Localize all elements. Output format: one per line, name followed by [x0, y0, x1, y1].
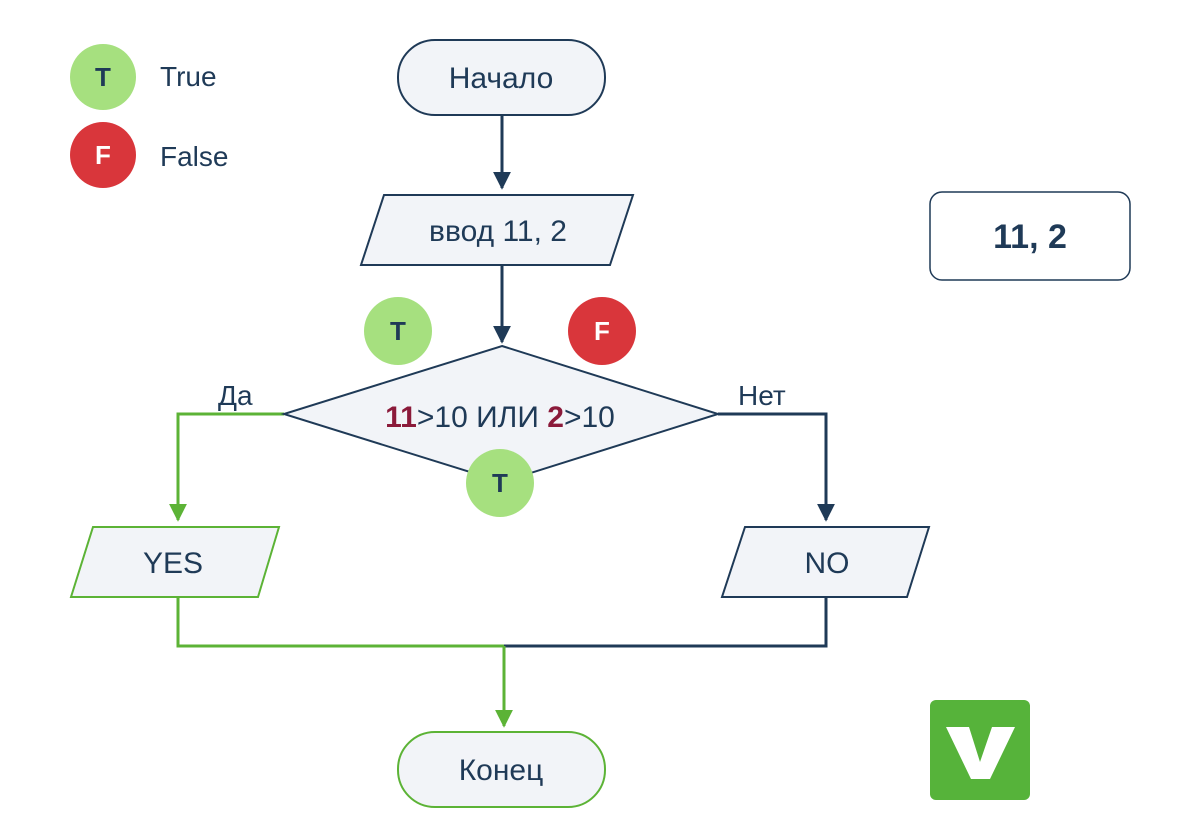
start-terminal: [397, 39, 606, 116]
connectors: [169, 115, 835, 728]
no-output-label: NO: [805, 547, 850, 580]
no-branch-label: Нет: [738, 380, 786, 411]
connector-no-branch: [718, 412, 835, 522]
input-values-box: 11, 2: [929, 191, 1131, 281]
left-operand-letter: T: [390, 316, 406, 346]
yes-branch-label: Да: [218, 380, 253, 411]
checkmark-glyph: [946, 727, 1015, 779]
left-operand-badge: [364, 297, 432, 365]
input-node: ввод 11, 2: [359, 194, 635, 266]
input-values-frame: [929, 191, 1131, 281]
input-parallelogram: [359, 194, 635, 266]
legend-false-badge: [70, 122, 136, 188]
legend-true-badge: [70, 44, 136, 110]
condition-value-1: 11: [385, 401, 417, 434]
right-operand-letter: F: [594, 316, 610, 346]
legend-true-letter: T: [95, 62, 111, 92]
yes-output-label: YES: [143, 547, 203, 580]
checkmark-icon: [930, 700, 1030, 800]
condition-expression: 11>10 ИЛИ 2>10: [385, 401, 615, 434]
no-output-parallelogram: [720, 526, 931, 598]
condition-result-badge: [466, 449, 534, 517]
condition-result-letter: T: [492, 468, 508, 498]
input-label: ввод 11, 2: [429, 215, 567, 248]
yes-output-node: YES: [69, 526, 281, 598]
input-values-text: 11, 2: [993, 218, 1067, 256]
operand-badges: T F: [364, 297, 636, 365]
yes-output-parallelogram: [69, 526, 281, 598]
condition-op-1: >10 ИЛИ: [417, 401, 547, 434]
legend-false-letter: F: [95, 140, 111, 170]
start-node: Начало: [397, 39, 606, 116]
connector-yes-to-merge: [176, 597, 504, 648]
checkmark-background: [930, 700, 1030, 800]
legend-true-label: True: [160, 61, 217, 92]
condition-value-2: 2: [547, 401, 564, 434]
connector-no-to-merge: [504, 597, 828, 648]
legend: T True F False: [70, 44, 228, 188]
right-operand-badge: [568, 297, 636, 365]
end-terminal: [397, 731, 606, 808]
end-label: Конец: [459, 754, 544, 787]
no-output-node: NO: [720, 526, 931, 598]
result-badge: T: [466, 449, 534, 517]
start-label: Начало: [449, 62, 554, 95]
condition-op-2: >10: [564, 401, 615, 434]
condition-node: 11>10 ИЛИ 2>10: [280, 344, 722, 484]
end-node: Конец: [397, 731, 606, 808]
connector-yes-branch: [169, 412, 284, 522]
legend-false-label: False: [160, 141, 228, 172]
